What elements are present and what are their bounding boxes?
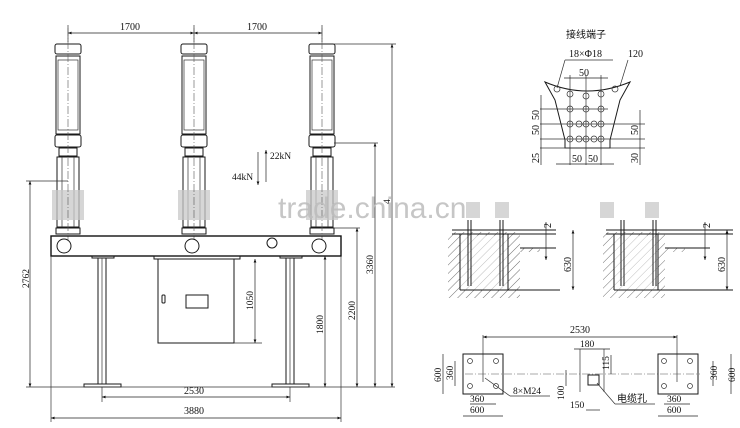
terminal-bottom-s1-label: 50 [572, 154, 582, 165]
terminal-left-v1-label: 50 [531, 125, 542, 135]
watermark: trade.china.cn [278, 192, 466, 225]
foundation-plan: 2530 600 360 360 600 8×M24 180 115 100 1… [434, 325, 738, 417]
right-pad-width-inner-label: 360 [667, 395, 682, 405]
left-pad-height-inner-label: 360 [446, 366, 456, 381]
right-pad-width-outer-label: 600 [667, 406, 682, 416]
plan-spacing-label: 2530 [570, 325, 590, 336]
pole-left [52, 28, 84, 240]
frame-beam [50, 235, 342, 257]
cable-hole-width-label: 180 [580, 340, 595, 350]
support-spacing-label: 2530 [184, 386, 204, 397]
frame-height-dimension: 2200 [334, 227, 360, 387]
pole-spacing-dimension: 1700 1700 [67, 22, 323, 42]
terminal-detail: 接线端子 18×Φ18 120 50 50 50 25 50 [531, 28, 645, 165]
left-pad-height-outer-label: 600 [434, 368, 444, 383]
overall-height-label: 4 [383, 199, 393, 204]
right-pad-height-inner-label: 360 [710, 366, 720, 381]
overall-width-label: 3880 [184, 406, 204, 417]
frame-height-label: 2200 [348, 301, 358, 320]
control-cabinet [153, 255, 241, 344]
support-left [83, 255, 122, 388]
force-indicators: 44kN 22kN [232, 150, 291, 185]
terminal-left-bottom-label: 25 [531, 153, 542, 163]
terminal-radius-label: 120 [628, 49, 643, 60]
terminal-right-bottom-label: 30 [630, 153, 641, 163]
force-up-label: 22kN [270, 152, 291, 162]
support-height-dimension: 1800 [316, 256, 327, 387]
front-view: 1700 1700 [22, 22, 396, 422]
terminal-top-spacing-label: 50 [579, 68, 589, 79]
terminal-left-v2-label: 50 [531, 110, 542, 120]
pole-spacing-left-label: 1700 [120, 22, 140, 33]
foundation-section-right: 2 630 [600, 202, 733, 298]
cable-hole-depth-label: 100 [557, 386, 567, 401]
pole-middle [178, 28, 210, 240]
section-right-depth-label: 630 [717, 257, 728, 272]
height-left-label: 2762 [22, 269, 32, 288]
foundation-section-left: 2 630 [448, 202, 575, 298]
terminal-holes-label: 18×Φ18 [569, 49, 602, 60]
right-pad-height-outer-label: 600 [728, 368, 738, 383]
support-right [271, 255, 310, 388]
overall-width-dimension: 3880 [50, 256, 342, 422]
section-left-depth-label: 630 [563, 257, 574, 272]
cabinet-height-dimension: 1050 [234, 259, 262, 344]
left-pad-width-inner-label: 360 [470, 395, 485, 405]
section-right-top-label: 2 [702, 223, 713, 228]
mid-terminal-height-dimension: 3360 [334, 142, 378, 387]
cable-hole-offset-label: 115 [602, 356, 612, 370]
cable-hole-length-label: 150 [570, 401, 585, 411]
cabinet-height-label: 1050 [246, 291, 256, 310]
pole-right [306, 28, 338, 240]
left-pad-width-outer-label: 600 [470, 406, 485, 416]
force-down-label: 44kN [232, 173, 253, 183]
pole-spacing-right-label: 1700 [247, 22, 267, 33]
height-left-dimension: 2762 [22, 180, 68, 387]
overall-height-dimension: 4 [334, 43, 396, 387]
cable-hole-label: 电缆孔 [617, 392, 647, 405]
support-spacing-dimension: 2530 [101, 386, 291, 402]
bolts-label: 8×M24 [513, 387, 541, 397]
support-height-label: 1800 [316, 315, 326, 334]
terminal-bottom-s2-label: 50 [588, 154, 598, 165]
terminal-title: 接线端子 [566, 28, 606, 41]
section-left-top-label: 2 [543, 223, 554, 228]
mid-terminal-height-label: 3360 [366, 255, 376, 274]
terminal-right-v-label: 50 [630, 125, 641, 135]
